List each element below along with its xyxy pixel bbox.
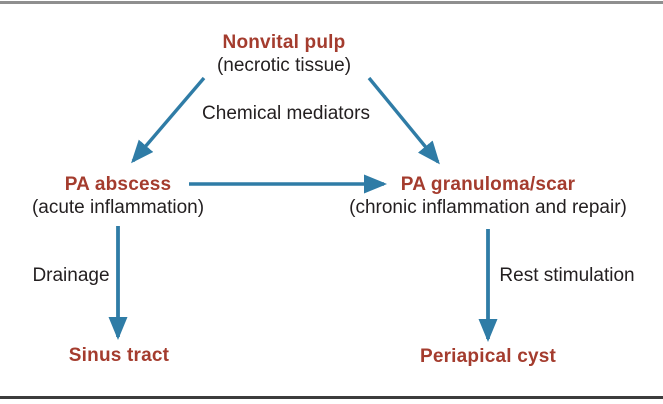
node-granuloma-title: PA granuloma/scar	[400, 174, 576, 195]
edge-label-chemical-mediators: Chemical mediators	[202, 103, 370, 124]
node-abscess-subtitle: (acute inflammation)	[31, 197, 205, 218]
node-cyst-title: Periapical cyst	[419, 346, 557, 367]
node-sinus-title: Sinus tract	[68, 345, 170, 366]
top-rule	[0, 1, 663, 4]
node-pa-abscess: PA abscess (acute inflammation)	[32, 174, 204, 219]
node-abscess-title: PA abscess	[64, 174, 172, 195]
node-nonvital-subtitle: (necrotic tissue)	[216, 55, 352, 76]
node-granuloma-subtitle: (chronic inflammation and repair)	[349, 197, 627, 218]
node-pa-granuloma-scar: PA granuloma/scar (chronic inflammation …	[349, 174, 627, 219]
node-nonvital-title: Nonvital pulp	[222, 32, 346, 53]
arrow-nonvital-to-abscess-icon	[131, 76, 206, 164]
edge-label-rest-stimulation: Rest stimulation	[499, 265, 635, 286]
bottom-rule	[0, 396, 663, 399]
node-nonvital-pulp: Nonvital pulp (necrotic tissue)	[217, 32, 351, 77]
node-periapical-cyst: Periapical cyst	[420, 346, 556, 368]
edge-label-drainage: Drainage	[32, 265, 110, 286]
arrow-nonvital-to-granuloma-icon	[367, 76, 440, 165]
node-sinus-tract: Sinus tract	[69, 345, 169, 367]
